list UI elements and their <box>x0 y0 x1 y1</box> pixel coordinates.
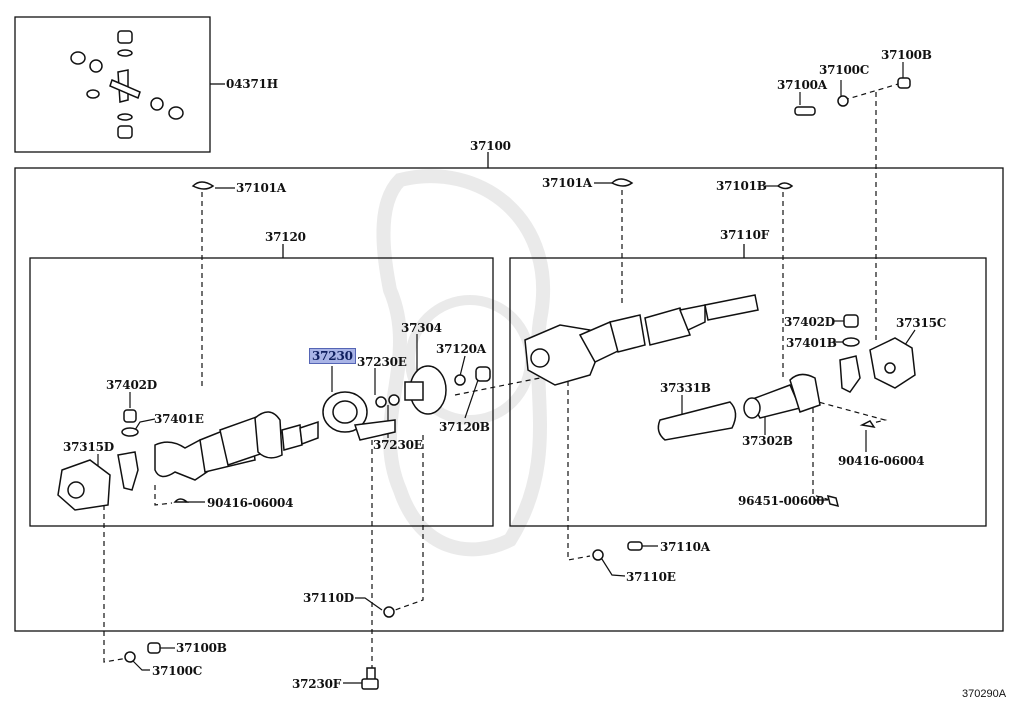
label-37120[interactable]: 37120 <box>265 230 306 244</box>
label-37100A[interactable]: 37100A <box>777 78 827 92</box>
label-37230-highlighted[interactable]: 37230 <box>309 348 356 364</box>
label-37100B-bottom[interactable]: 37100B <box>176 641 227 655</box>
label-37101A-right[interactable]: 37101A <box>542 176 592 190</box>
label-37402D-left[interactable]: 37402D <box>106 378 157 392</box>
rear-shaft-parts <box>524 294 916 561</box>
label-37100C-top[interactable]: 37100C <box>819 63 870 77</box>
label-37401E[interactable]: 37401E <box>154 412 204 426</box>
front-shaft-box <box>29 257 494 527</box>
label-37401B[interactable]: 37401B <box>786 336 837 350</box>
label-37110A[interactable]: 37110A <box>660 540 710 554</box>
label-37120A[interactable]: 37120A <box>436 342 486 356</box>
label-37230F[interactable]: 37230F <box>292 677 342 691</box>
label-37110E[interactable]: 37110E <box>626 570 676 584</box>
assembly-box <box>14 167 1004 632</box>
label-37315C[interactable]: 37315C <box>896 316 947 330</box>
label-37120B[interactable]: 37120B <box>439 420 490 434</box>
hardware-top <box>191 77 911 190</box>
label-37100B-top[interactable]: 37100B <box>881 48 932 62</box>
label-37100[interactable]: 37100 <box>470 139 511 153</box>
label-37101A-left[interactable]: 37101A <box>236 181 286 195</box>
front-shaft-parts <box>57 365 491 511</box>
label-37110D[interactable]: 37110D <box>303 591 354 605</box>
figure-id: 370290A <box>962 688 1007 700</box>
kit-parts <box>70 30 184 139</box>
label-37302B[interactable]: 37302B <box>742 434 793 448</box>
label-37230E-top[interactable]: 37230E <box>357 355 407 369</box>
label-37100C-bottom[interactable]: 37100C <box>152 664 203 678</box>
label-37230E-bottom[interactable]: 37230E <box>373 438 423 452</box>
label-90416-06004-left[interactable]: 90416-06004 <box>207 496 294 510</box>
label-37315D[interactable]: 37315D <box>63 440 114 454</box>
label-37331B[interactable]: 37331B <box>660 381 711 395</box>
label-37402D-right[interactable]: 37402D <box>784 315 835 329</box>
hardware-bottom <box>124 606 395 690</box>
label-90416-06004-right[interactable]: 90416-06004 <box>838 454 925 468</box>
label-37304[interactable]: 37304 <box>401 321 442 335</box>
label-37101B[interactable]: 37101B <box>716 179 767 193</box>
label-96451-00600[interactable]: 96451-00600 <box>738 494 825 508</box>
rear-shaft-box <box>509 257 987 527</box>
label-37110F[interactable]: 37110F <box>720 228 770 242</box>
label-04371H[interactable]: 04371H <box>226 77 278 91</box>
